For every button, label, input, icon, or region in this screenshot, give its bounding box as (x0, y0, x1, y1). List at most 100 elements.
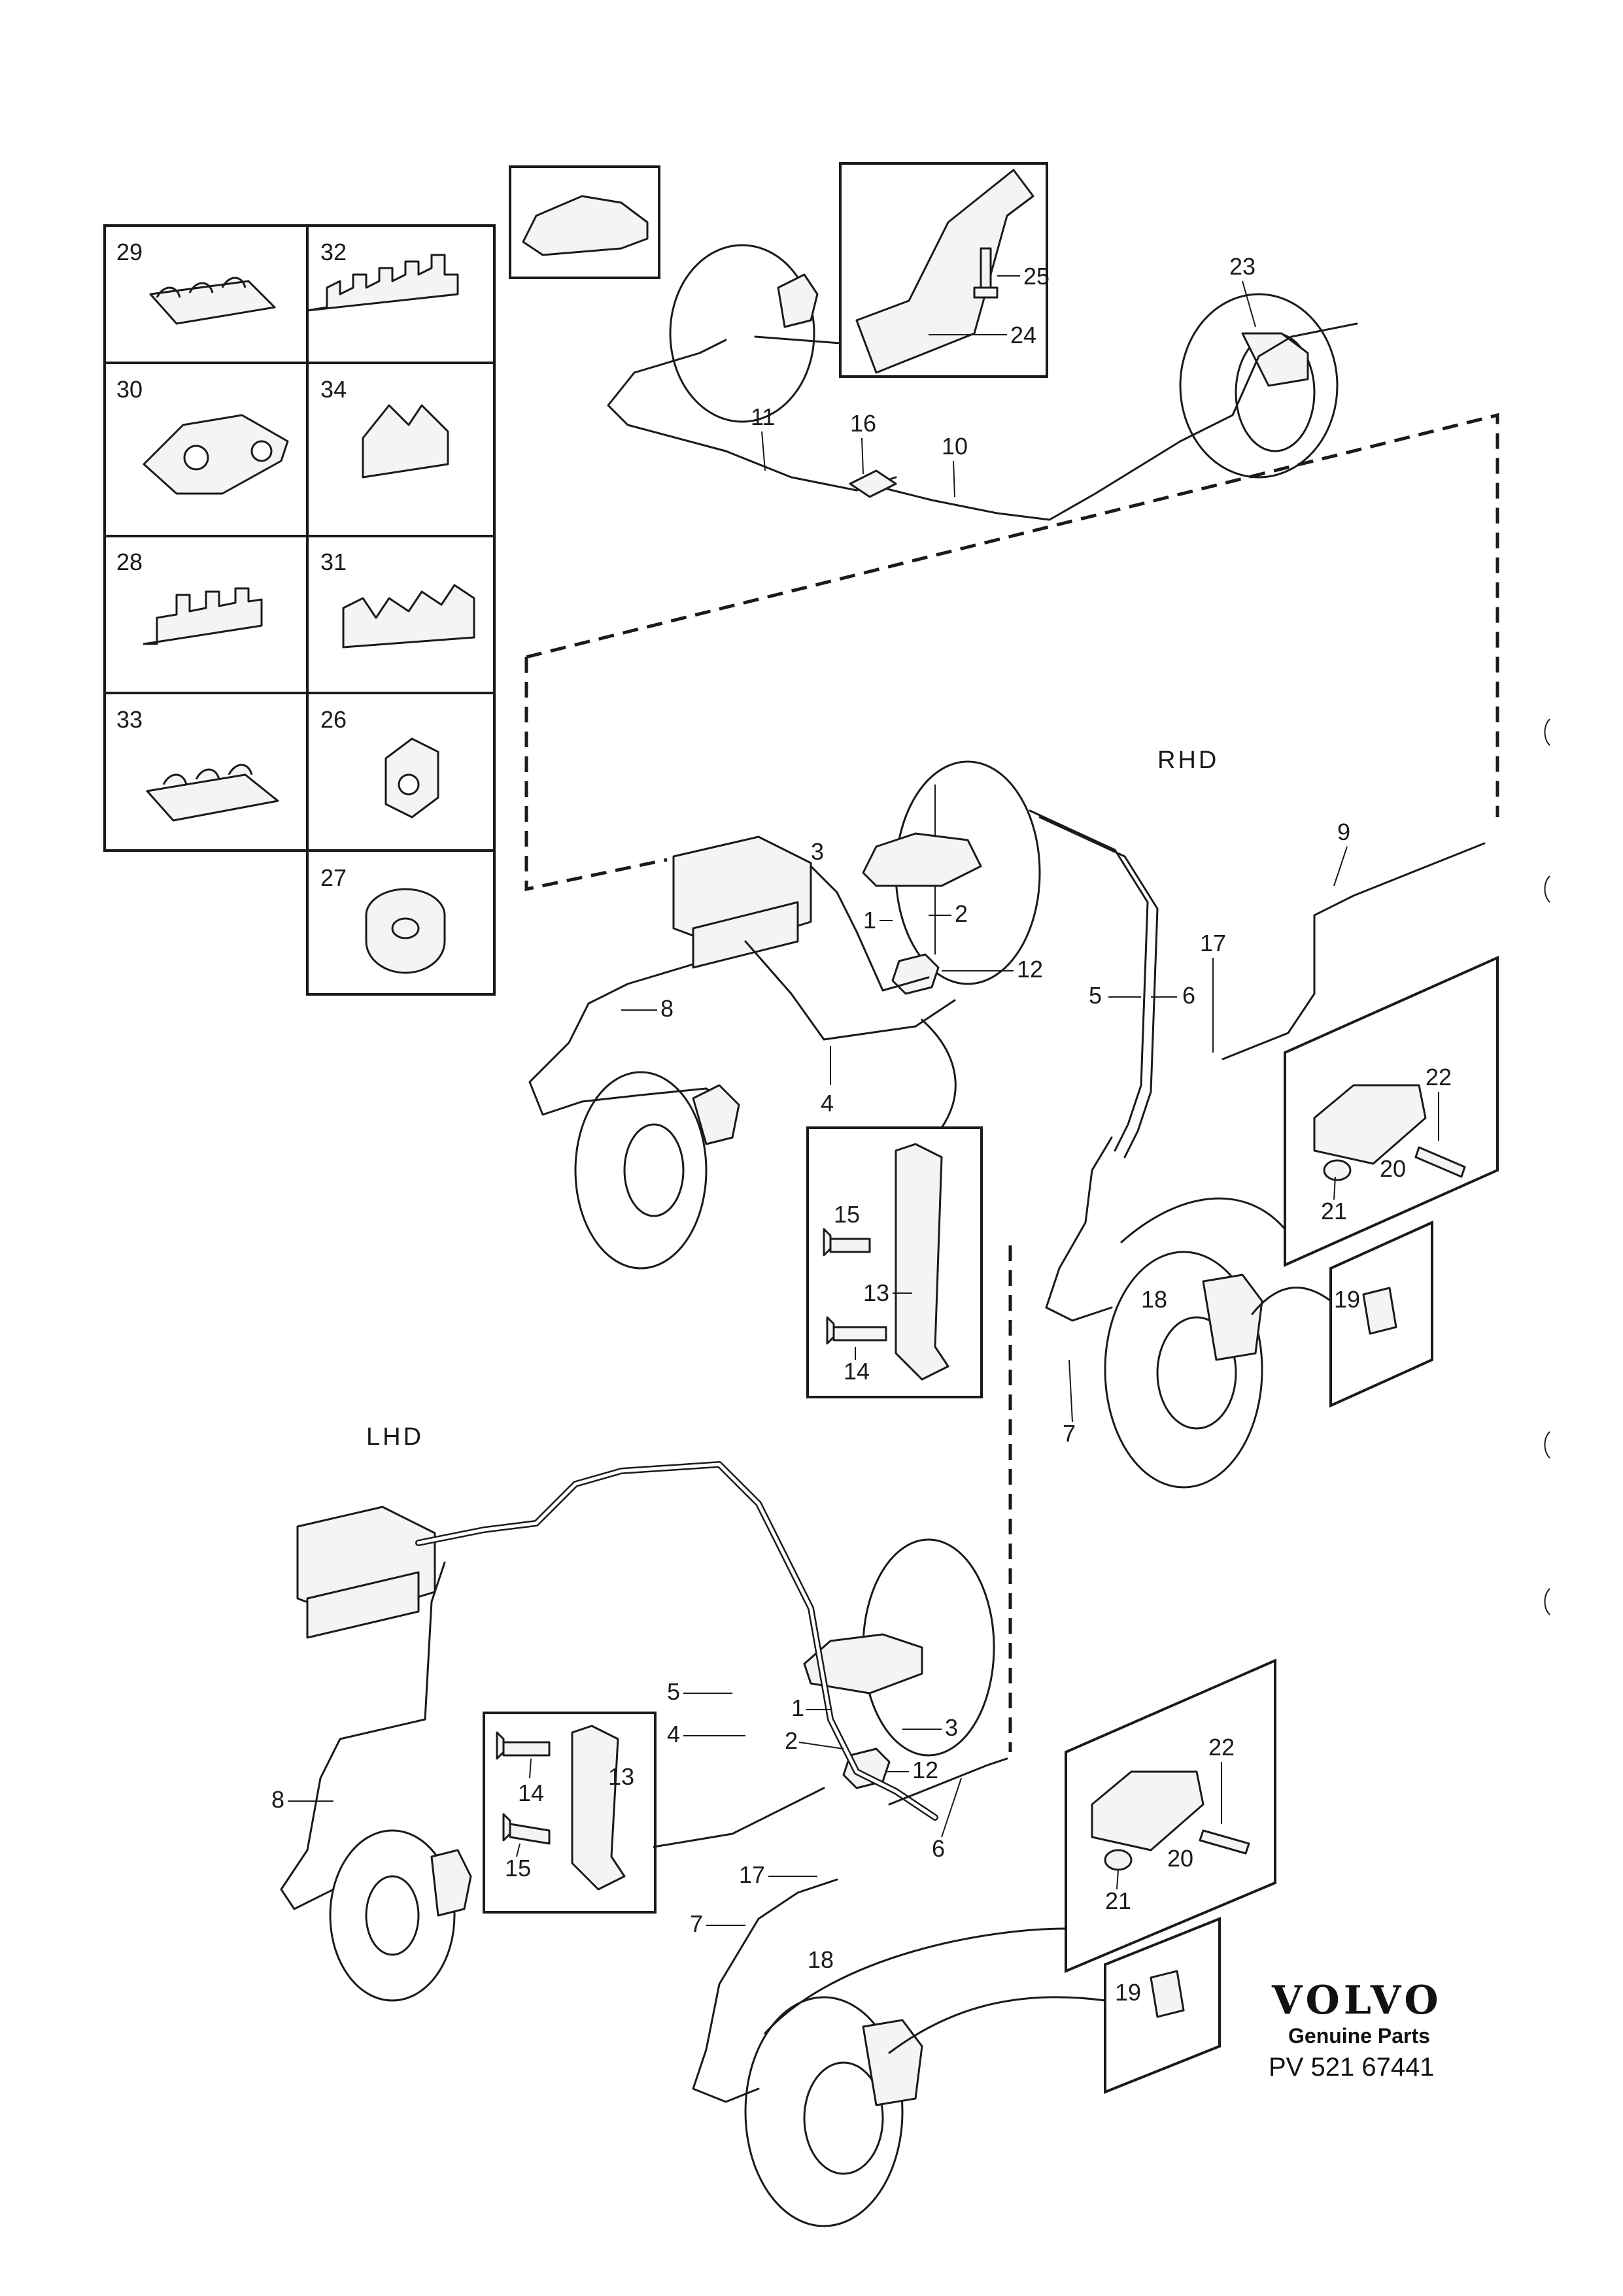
rhd-section-frame (524, 413, 1499, 892)
lhd-callout-17: 17 (739, 1861, 765, 1888)
lhd-mount-box (1065, 1658, 1276, 1974)
legend-cell-29: 29 (116, 239, 276, 325)
lhd-callout-3: 3 (945, 1714, 958, 1741)
lhd-washer-21-icon (1104, 1849, 1133, 1871)
callout-23: 23 (1229, 253, 1256, 280)
lhd-fitting-box (1104, 1917, 1221, 2094)
rear-right-disc (1179, 293, 1339, 479)
rhd-callout-19: 19 (1334, 1286, 1360, 1313)
rhd-callout-21: 21 (1321, 1198, 1347, 1224)
lhd-callout-22: 22 (1208, 1734, 1235, 1761)
rear-left-caliper (777, 273, 819, 328)
legend-cell-label: 31 (320, 549, 347, 575)
car-inset (509, 165, 660, 279)
lhd-bolt-15-icon (502, 1813, 551, 1845)
rhd-callout-4: 4 (821, 1090, 834, 1117)
car-icon (522, 195, 649, 256)
lhd-master-cylinder (803, 1633, 923, 1695)
rear-right-caliper (1241, 332, 1309, 387)
callout-24: 24 (1010, 322, 1036, 348)
lhd-bolt-22-icon (1199, 1829, 1250, 1855)
callout-11: 11 (751, 403, 775, 430)
rhd-line-8 (528, 963, 734, 1116)
rhd-bolt-15-icon (823, 1228, 871, 1257)
part-number: PV 521 67441 (1269, 2053, 1435, 2082)
lhd-front-right-disc (744, 1996, 904, 2227)
rhd-assembly: RHD (528, 747, 1499, 1489)
rhd-callout-5: 5 (1089, 982, 1102, 1009)
rear-left-disc (669, 244, 815, 423)
rhd-bolt-22-icon (1414, 1146, 1466, 1178)
rhd-callout-9: 9 (1337, 819, 1350, 845)
rhd-line-4 (744, 940, 956, 1041)
rhd-callout-14: 14 (844, 1358, 870, 1385)
rhd-front-left-disc (574, 1071, 708, 1270)
lhd-callout-13: 13 (608, 1763, 634, 1790)
rhd-callout-2: 2 (955, 900, 968, 927)
rhd-callout-22: 22 (1426, 1064, 1452, 1090)
lhd-callout-15: 15 (505, 1855, 531, 1882)
rhd-callout-8: 8 (660, 995, 674, 1022)
lhd-assembly: LHD (271, 1423, 1276, 2227)
rhd-front-right-caliper (1202, 1274, 1263, 1361)
lhd-callout-7: 7 (690, 1910, 703, 1937)
lhd-callout-18: 18 (808, 1946, 834, 1973)
legend-cell-label: 32 (320, 239, 347, 265)
rhd-line-5 (1029, 809, 1149, 1152)
lhd-bracket-detail-box (483, 1712, 657, 1914)
rhd-line-6 (1038, 816, 1159, 1158)
rhd-front-right-disc (1104, 1251, 1263, 1489)
rhd-bracket-detail-box (806, 1126, 983, 1398)
rear-brake-line-11 (607, 339, 897, 492)
rhd-callout-20: 20 (1380, 1155, 1406, 1182)
legend-cell-32: 32 (306, 239, 459, 312)
lhd-front-right-caliper (862, 2019, 923, 2106)
clip-31-icon (342, 584, 475, 649)
legend-cell-26: 26 (320, 706, 439, 819)
rhd-callout-13: 13 (863, 1279, 889, 1306)
clip-33-icon (146, 764, 279, 822)
lhd-bracket-13-icon (571, 1725, 626, 1891)
lhd-callout-8: 8 (271, 1786, 284, 1813)
lhd-callout-14: 14 (518, 1780, 544, 1806)
rhd-callout-3: 3 (811, 838, 824, 865)
lhd-callout-6: 6 (932, 1835, 945, 1862)
legend-cell-label: 28 (116, 549, 143, 575)
lhd-callout-5: 5 (667, 1678, 680, 1705)
legend-cell-27: 27 (320, 864, 446, 974)
rhd-callout-1: 1 (863, 907, 876, 934)
rhd-line-9 (1222, 842, 1486, 1060)
rhd-callout-17: 17 (1200, 930, 1226, 956)
rhd-master-cylinder (862, 832, 982, 887)
legend-cell-28: 28 (116, 549, 263, 645)
rhd-callout-12: 12 (1017, 956, 1043, 983)
legend-cell-label: 30 (116, 376, 143, 403)
rear-brake-line-10 (878, 322, 1358, 521)
clip-legend-grid: 29 32 30 34 28 31 33 26 (103, 224, 496, 996)
clip-30-icon (143, 414, 289, 495)
clip-34-icon (362, 404, 449, 479)
callout-10: 10 (942, 433, 968, 460)
rhd-line-3 (810, 865, 930, 992)
legend-cell-30: 30 (116, 376, 289, 495)
brand-tagline: Genuine Parts (1288, 2024, 1430, 2048)
lhd-callout-21: 21 (1105, 1887, 1131, 1914)
legend-cell-label: 33 (116, 706, 143, 733)
lhd-bolt-14-icon (496, 1731, 551, 1760)
legend-cell-label: 27 (320, 864, 347, 891)
rhd-bolt-14-icon (826, 1316, 887, 1345)
rhd-label: RHD (1157, 747, 1219, 774)
rhd-valve-12 (891, 953, 940, 995)
lhd-line-7 (692, 1878, 838, 2103)
lhd-label: LHD (366, 1423, 424, 1451)
rhd-washer-21-icon (1323, 1159, 1352, 1181)
legend-cell-31: 31 (320, 549, 475, 649)
clip-27-icon (365, 888, 446, 974)
callout-25: 25 (1023, 263, 1050, 290)
bracket-detail-box (839, 162, 1048, 378)
rhd-bracket-13-icon (895, 1143, 949, 1381)
lhd-callout-1: 1 (791, 1695, 804, 1721)
rhd-front-left-caliper (692, 1084, 740, 1145)
rhd-fitting-19-icon (1362, 1287, 1397, 1335)
